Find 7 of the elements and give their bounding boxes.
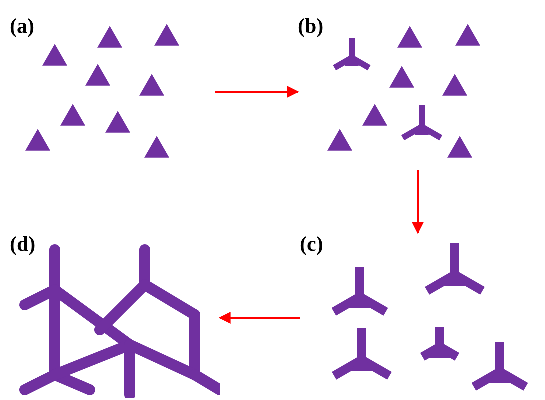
- arrow: [215, 86, 300, 98]
- arrow: [412, 170, 424, 234]
- panel-label: (d): [10, 233, 36, 255]
- panel-label: (b): [298, 15, 324, 37]
- panel-label: (c): [300, 233, 324, 255]
- panel-label: (a): [10, 15, 34, 37]
- arrow: [218, 312, 300, 324]
